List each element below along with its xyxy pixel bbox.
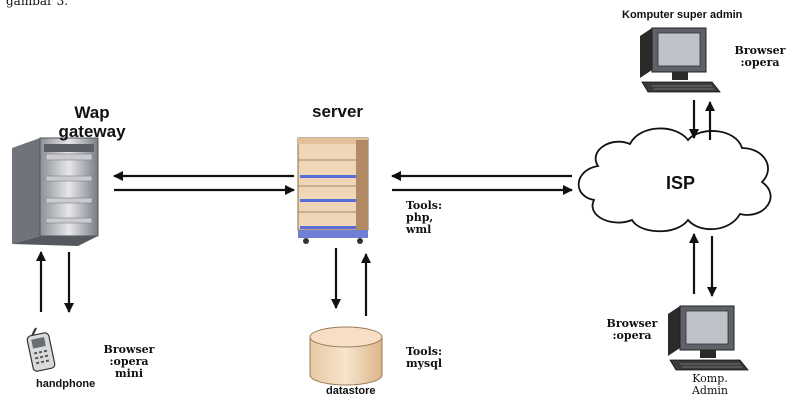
admin-label-line2: Admin	[691, 384, 729, 398]
handphone-label: handphone	[36, 378, 96, 390]
server-rack-icon	[297, 137, 369, 244]
admin-label-line1: Komp.	[692, 372, 728, 385]
server-tools-line3: wml	[406, 223, 432, 237]
wap-gateway-label-line2: gateway	[58, 121, 126, 141]
handphone-browser-line3: mini	[115, 367, 143, 381]
super-admin-browser-line2: :opera	[740, 56, 780, 70]
handphone-browser-line2: :opera	[109, 355, 149, 369]
super-admin-label: Komputer super admin	[622, 9, 743, 21]
handphone-browser-label: Browser :opera mini	[94, 343, 164, 381]
datastore-cylinder-icon	[309, 326, 383, 386]
admin-browser-line2: :opera	[612, 329, 652, 343]
server-label: server	[312, 102, 364, 121]
server-tools-label: Tools: php, wml	[406, 199, 443, 237]
admin-browser-line1: Browser	[606, 317, 658, 330]
super-admin-browser-line1: Browser	[734, 44, 786, 57]
handphone-icon	[26, 327, 56, 372]
datastore-tools-line1: Tools:	[406, 345, 443, 358]
admin-label: Komp. Admin	[680, 372, 740, 398]
handphone-browser-line1: Browser	[103, 343, 155, 356]
datastore-label: datastore	[326, 385, 376, 397]
super-admin-computer-icon	[640, 27, 721, 93]
server-tools-line2: php,	[406, 211, 434, 225]
connection-arrows	[36, 100, 717, 316]
header-fragment: gambar 3.	[6, 0, 69, 8]
wap-gateway-icon	[12, 137, 99, 246]
super-admin-browser-label: Browser :opera	[728, 44, 792, 70]
wap-gateway-label: Wap gateway	[52, 103, 132, 141]
datastore-tools-label: Tools: mysql	[406, 345, 443, 371]
isp-cloud-icon	[577, 127, 772, 233]
server-tools-line1: Tools:	[406, 199, 443, 212]
wap-gateway-label-line1: Wap	[74, 103, 110, 122]
admin-browser-label: Browser :opera	[600, 317, 664, 343]
datastore-tools-line2: mysql	[406, 357, 443, 371]
admin-computer-icon	[668, 305, 749, 371]
isp-label: ISP	[666, 173, 696, 193]
